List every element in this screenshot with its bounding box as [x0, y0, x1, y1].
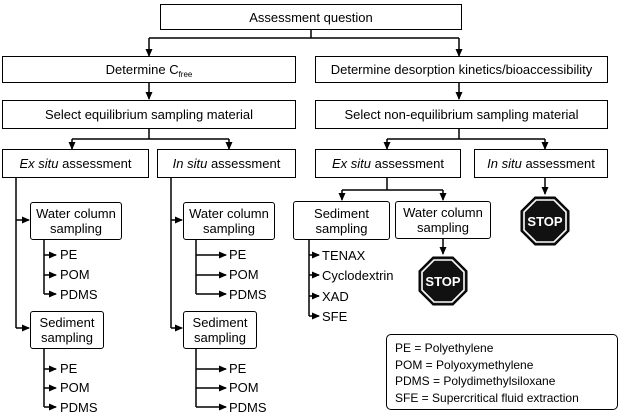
noneq-in-situ-suffix: assessment — [521, 156, 595, 171]
eq-in-sediment-line1: Sediment — [192, 315, 248, 330]
eq-in-water-pe: PE — [229, 247, 247, 262]
eq-ex-sediment-pom: POM — [60, 380, 90, 395]
eq-ex-situ-label: Ex situ assessment — [20, 156, 132, 171]
noneq-ex-situ-suffix: assessment — [371, 156, 444, 171]
stop-sign-in-situ-icon: STOP — [520, 196, 570, 246]
eq-ex-sediment-line1: Sediment — [39, 315, 95, 330]
noneq-sediment-line2: sampling — [315, 220, 368, 236]
noneq-sfe: SFE — [322, 309, 348, 324]
select-equilibrium-label: Select equilibrium sampling material — [44, 107, 254, 122]
eq-in-sediment-box: Sediment sampling — [183, 311, 257, 349]
noneq-xad: XAD — [322, 289, 349, 304]
determine-cfree-text: Determine C — [105, 62, 179, 77]
stop-sign-water-column-text: STOP — [425, 274, 460, 289]
noneq-water-column-box: Water column sampling — [395, 201, 491, 239]
determine-cfree-box: Determine Cfree — [2, 56, 296, 83]
eq-ex-sediment-pe: PE — [60, 361, 78, 376]
legend-item-sfe: SFE = Supercritical fluid extraction — [395, 390, 579, 405]
eq-in-sediment-pe: PE — [229, 361, 247, 376]
eq-in-sediment-pom: POM — [229, 380, 259, 395]
legend-item-pdms: PDMS = Polydimethylsiloxane — [395, 374, 556, 388]
noneq-ex-situ-italic: Ex situ — [332, 156, 372, 171]
eq-ex-situ-box: Ex situ assessment — [2, 149, 149, 178]
eq-in-water-pdms: PDMS — [229, 287, 267, 302]
eq-ex-sediment-line2: sampling — [40, 330, 94, 345]
select-nonequilibrium-label: Select non-equilibrium sampling material — [344, 107, 579, 122]
eq-in-water-line1: Water column — [189, 206, 269, 221]
eq-in-water-line2: sampling — [202, 221, 256, 236]
eq-in-sediment-line2: sampling — [193, 330, 247, 345]
noneq-in-situ-box: In situ assessment — [474, 149, 608, 178]
noneq-sediment-box: Sediment sampling — [293, 201, 390, 240]
eq-ex-water-pdms: PDMS — [60, 287, 98, 302]
eq-ex-water-line1: Water column — [36, 206, 116, 221]
noneq-water-line2: sampling — [416, 220, 470, 235]
eq-in-situ-label: In situ assessment — [173, 156, 281, 171]
legend-item-pom: POM = Polyoxymethylene — [395, 357, 534, 372]
cfree-subscript: free — [178, 70, 193, 79]
eq-ex-situ-suffix: assessment — [58, 156, 132, 171]
eq-ex-sediment-pdms: PDMS — [60, 400, 98, 415]
determine-desorption-box: Determine desorption kinetics/bioaccessi… — [315, 56, 608, 83]
eq-in-water-column-box: Water column sampling — [183, 202, 275, 240]
stop-sign-in-situ-text: STOP — [527, 214, 562, 229]
noneq-cyclodextrin: Cyclodextrin — [322, 268, 394, 283]
eq-in-situ-suffix: assessment — [207, 156, 281, 171]
determine-desorption-label: Determine desorption kinetics/bioaccessi… — [330, 62, 593, 77]
noneq-sediment-line1: Sediment — [314, 205, 369, 221]
abbreviation-legend: PE = Polyethylene POM = Polyoxymethylene… — [386, 334, 618, 410]
stop-sign-water-column-icon: STOP — [418, 256, 468, 306]
eq-in-situ-italic: In situ — [172, 156, 208, 171]
eq-in-sediment-pdms: PDMS — [229, 400, 267, 415]
select-equilibrium-box: Select equilibrium sampling material — [2, 100, 296, 129]
eq-in-water-pom: POM — [229, 267, 259, 282]
assessment-question-box: Assessment question — [160, 4, 462, 30]
noneq-in-situ-label: In situ assessment — [487, 156, 595, 171]
eq-ex-water-pom: POM — [60, 267, 90, 282]
eq-in-situ-box: In situ assessment — [157, 149, 296, 178]
eq-ex-situ-italic: Ex situ — [19, 156, 59, 171]
noneq-ex-situ-box: Ex situ assessment — [315, 149, 461, 178]
select-nonequilibrium-box: Select non-equilibrium sampling material — [315, 100, 608, 129]
noneq-ex-situ-label: Ex situ assessment — [332, 156, 444, 171]
noneq-water-line1: Water column — [403, 205, 483, 220]
noneq-in-situ-italic: In situ — [487, 156, 522, 171]
determine-cfree-label: Determine Cfree — [105, 62, 193, 79]
eq-ex-sediment-box: Sediment sampling — [30, 311, 104, 349]
eq-ex-water-pe: PE — [60, 247, 78, 262]
eq-ex-water-line2: sampling — [49, 221, 103, 236]
eq-ex-water-column-box: Water column sampling — [30, 202, 122, 240]
noneq-tenax: TENAX — [322, 248, 366, 263]
assessment-question-label: Assessment question — [249, 9, 373, 25]
legend-item-pe: PE = Polyethylene — [395, 341, 494, 355]
